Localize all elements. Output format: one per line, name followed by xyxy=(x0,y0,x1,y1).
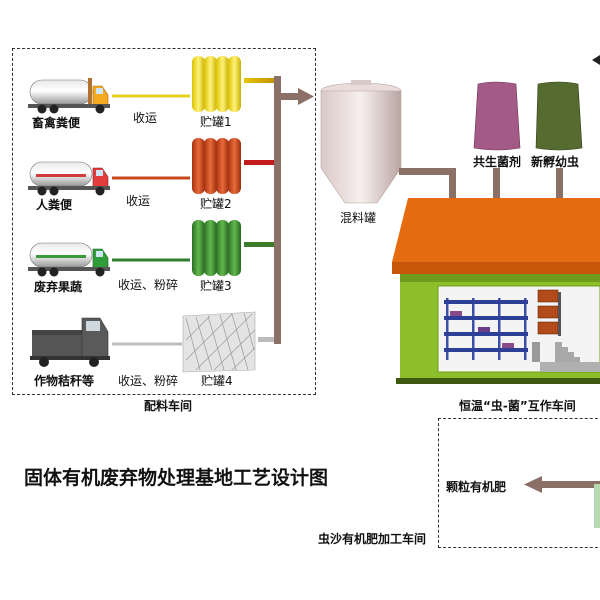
batching-area-outline xyxy=(12,48,316,395)
storage-tank-2-icon xyxy=(192,138,241,194)
truck-1-icon xyxy=(28,78,110,114)
product-label: 颗粒有机肥 xyxy=(446,480,507,494)
process-label-3: 收运、粉碎 xyxy=(118,278,179,292)
tank-label-3: 贮罐3 xyxy=(200,279,232,293)
mixing-tank-icon xyxy=(320,80,402,204)
arrow-to-mixer-icon xyxy=(298,88,314,105)
source-label-4: 作物秸秆等 xyxy=(34,374,95,388)
product-pipe xyxy=(540,481,600,488)
interaction-area-label: 恒温“虫-菌”互作车间 xyxy=(459,399,576,413)
source-label-2: 人粪便 xyxy=(36,198,73,212)
processing-area-label: 虫沙有机肥加工车间 xyxy=(318,532,427,546)
truck-2-icon xyxy=(28,161,110,196)
tank-3-outlet-pipe xyxy=(244,242,274,247)
sorting-bins-icon xyxy=(537,289,561,336)
processing-area-outline xyxy=(438,418,600,548)
storage-tank-4-icon xyxy=(182,311,256,373)
arrow-edge-icon xyxy=(592,55,600,65)
tank-label-4: 贮罐4 xyxy=(201,374,233,388)
mixing-tank-label: 混料罐 xyxy=(340,211,377,225)
source-label-1: 畜禽粪便 xyxy=(32,116,81,130)
rearing-shelves-icon xyxy=(444,298,528,360)
symbiotic-bacteria-bag-icon xyxy=(473,81,521,151)
additive-label-2: 新孵幼虫 xyxy=(531,155,580,169)
process-label-2: 收运 xyxy=(126,194,151,208)
tank-4-outlet-pipe xyxy=(258,337,274,342)
process-label-1: 收运 xyxy=(133,111,158,125)
mixer-outlet-pipe xyxy=(399,168,455,175)
collector-pipe xyxy=(274,76,281,344)
storage-tank-1-icon xyxy=(192,56,241,112)
diagram-title: 固体有机废弃物处理基地工艺设计图 xyxy=(24,467,329,489)
tank-label-2: 贮罐2 xyxy=(200,197,232,211)
storage-tank-3-icon xyxy=(192,220,241,276)
truck-4-icon xyxy=(30,317,110,367)
process-label-4: 收运、粉碎 xyxy=(118,374,179,388)
tank-1-outlet-pipe xyxy=(244,78,274,83)
stairs-icon xyxy=(532,342,600,372)
tank-label-1: 贮罐1 xyxy=(200,115,232,129)
source-label-3: 废弃果蔬 xyxy=(34,280,83,294)
truck-3-icon xyxy=(28,242,110,277)
larvae-bag-icon xyxy=(535,81,583,151)
edge-equipment xyxy=(594,484,600,528)
batching-area-label: 配料车间 xyxy=(144,399,193,413)
tank-2-outlet-pipe xyxy=(244,160,274,165)
additive-label-1: 共生菌剂 xyxy=(473,155,522,169)
arrow-to-product-icon xyxy=(524,476,542,493)
